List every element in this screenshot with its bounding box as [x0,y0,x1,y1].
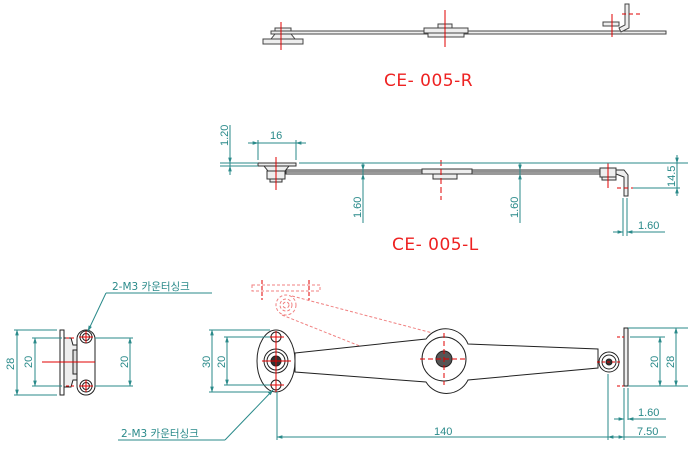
side-dimensions [14,292,212,396]
view-title-ce-005-l: CE- 005-L [392,235,479,255]
front-dimensions [118,327,688,441]
centerlines-l [275,157,634,200]
dim-bracket-thickness: 1.60 [638,220,659,232]
dim-side-overall-28: 28 [5,358,17,370]
dim-end-offset-7-50: 7.50 [637,426,658,438]
dim-side-hole-pitch-20: 20 [23,356,35,368]
centerlines-r [280,10,640,50]
note-countersink-top: 2-M3 카운터싱크 [112,281,190,293]
side-view: 28 20 20 2-M3 카운터싱크 [5,281,212,396]
dim-arm-thickness-a: 1.60 [352,197,364,218]
dim-side-hole-pitch-right-20: 20 [119,356,131,368]
phantom-centerlines [261,280,310,300]
view-ce-005-l: 1.20 16 1.60 1.60 14.5 1.60 CE- 005-L [219,125,688,255]
dim-end-thickness-1-60: 1.60 [638,407,659,419]
note-countersink-bottom: 2-M3 카운터싱크 [121,428,199,440]
dim-arm-thickness-b: 1.60 [509,197,521,218]
dim-bracket-height: 14.5 [666,166,678,187]
view-ce-005-r: CE- 005-R [262,3,667,91]
dim-center-distance-140: 140 [434,426,452,438]
view-title-ce-005-r: CE- 005-R [384,71,473,91]
dim-plate-overall-30: 30 [201,356,213,368]
dim-pivot-width-16: 16 [270,130,282,142]
dim-thickness-1-20: 1.20 [219,125,231,146]
front-centerlines [262,331,624,392]
dim-plate-hole-pitch-20: 20 [216,356,228,368]
dim-end-hole-pitch-20: 20 [649,356,661,368]
dimensions-l [220,125,688,236]
arm-body [256,327,629,394]
dim-end-overall-28: 28 [665,356,677,368]
side-centerlines [42,331,95,392]
front-view: 30 20 20 28 1.60 7.50 140 2-M3 카운터싱크 [118,280,688,441]
